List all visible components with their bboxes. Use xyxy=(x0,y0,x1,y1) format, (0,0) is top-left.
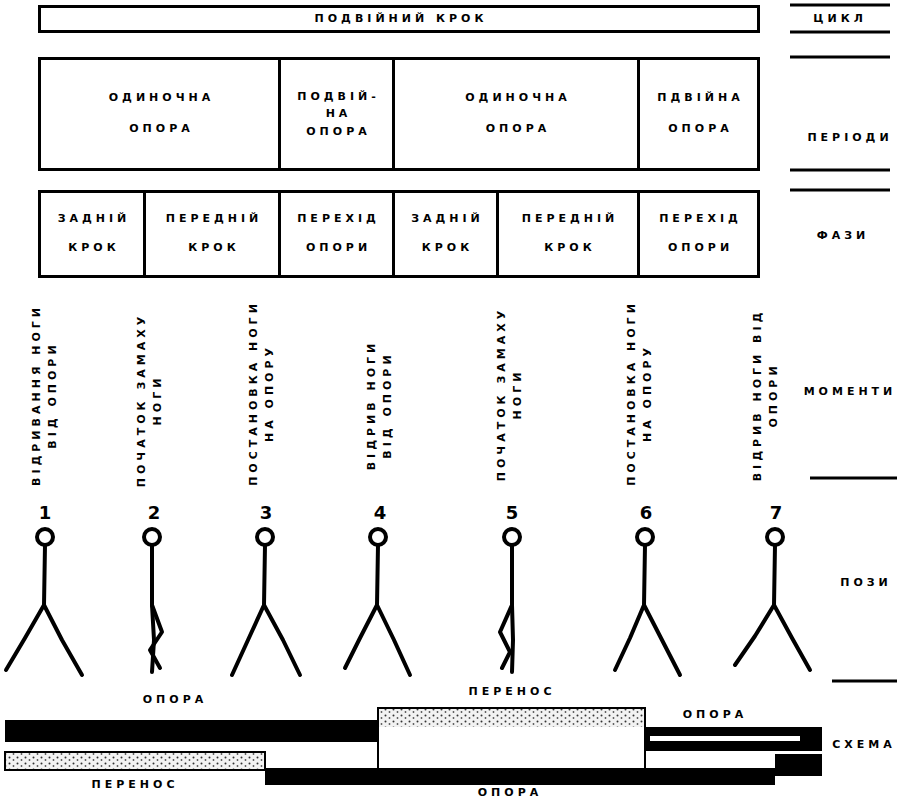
scheme-label: ОПОРА xyxy=(141,693,209,707)
row-label: МОМЕНТИ xyxy=(804,385,897,399)
period-box: ПДВІЙНА ОПОРА xyxy=(637,57,760,171)
box-text: ПЕРЕХІД ОПОРИ xyxy=(284,205,390,262)
scheme-label: ПЕРЕНОС xyxy=(467,685,558,699)
row-label: СХЕМА xyxy=(832,738,896,752)
period-box: ПОДВІЙ- НА ОПОРА xyxy=(278,57,395,171)
row-label: ФАЗИ xyxy=(817,229,869,243)
box-text: ПЕРЕХІД ОПОРИ xyxy=(643,205,755,262)
row-rules xyxy=(790,5,897,681)
callout-number: 2 xyxy=(148,501,161,524)
walking-figures xyxy=(6,529,810,675)
callout-number: 6 xyxy=(640,501,653,524)
scheme-label: ОПОРА xyxy=(476,786,544,800)
box-text: ПОДВІЙ- НА ОПОРА xyxy=(287,88,387,141)
box-text: ПЕРЕДНІЙ КРОК xyxy=(503,205,633,262)
gait-scheme xyxy=(5,708,822,785)
moment-label: ПОСТАНОВКА НОГИ НА ОПОРУ xyxy=(624,288,656,498)
row-label: ЦИКЛ xyxy=(813,12,867,26)
row-label: ПЕРІОДИ xyxy=(807,131,892,145)
moment-label: ВІДРИВ НОГИ ВІД ОПОРИ xyxy=(750,288,782,503)
period-box: ОДИНОЧНА ОПОРА xyxy=(38,57,281,171)
scheme-label: ПЕРЕНОС xyxy=(90,778,181,792)
phase-box: ПЕРЕХІД ОПОРИ xyxy=(637,190,760,278)
callout-number: 4 xyxy=(374,501,387,524)
scheme-label: ОПОРА xyxy=(681,708,749,722)
phase-box: ПЕРЕДНІЙ КРОК xyxy=(143,190,281,278)
box-text: ЗАДНІЙ КРОК xyxy=(43,205,141,262)
phase-box: ПЕРЕДНІЙ КРОК xyxy=(496,190,640,278)
period-box: ОДИНОЧНА ОПОРА xyxy=(392,57,640,171)
moment-label: ПОЧАТОК ЗАМАХУ НОГИ xyxy=(134,298,166,503)
moment-label: ВІДРИВАННЯ НОГИ ВІД ОПОРИ xyxy=(29,288,61,503)
phase-box: ПЕРЕХІД ОПОРИ xyxy=(278,190,395,278)
callout-number: 1 xyxy=(39,501,52,524)
cycle-box: ПОДВІЙНИЙ КРОК xyxy=(38,5,760,33)
phase-box: ЗАДНІЙ КРОК xyxy=(38,190,146,278)
moment-label: ВІДРИВ НОГИ ВІД ОПОРИ xyxy=(364,323,396,488)
box-text: ПОДВІЙНИЙ КРОК xyxy=(49,12,749,25)
box-text: ПЕРЕДНІЙ КРОК xyxy=(149,205,275,262)
box-text: ОДИНОЧНА ОПОРА xyxy=(95,83,225,145)
moment-label: ПОСТАНОВКА НОГИ НА ОПОРУ xyxy=(246,288,278,498)
callout-number: 5 xyxy=(506,501,519,524)
box-text: ЗАДНІЙ КРОК xyxy=(397,205,495,262)
row-label: ПОЗИ xyxy=(840,576,892,590)
phase-box: ЗАДНІЙ КРОК xyxy=(392,190,499,278)
callout-number: 7 xyxy=(770,501,783,524)
box-text: ПДВІЙНА ОПОРА xyxy=(644,83,754,145)
box-text: ОДИНОЧНА ОПОРА xyxy=(451,83,581,145)
callout-number: 3 xyxy=(260,501,273,524)
moment-label: ПОЧАТОК ЗАМАХУ НОГИ xyxy=(494,294,526,494)
